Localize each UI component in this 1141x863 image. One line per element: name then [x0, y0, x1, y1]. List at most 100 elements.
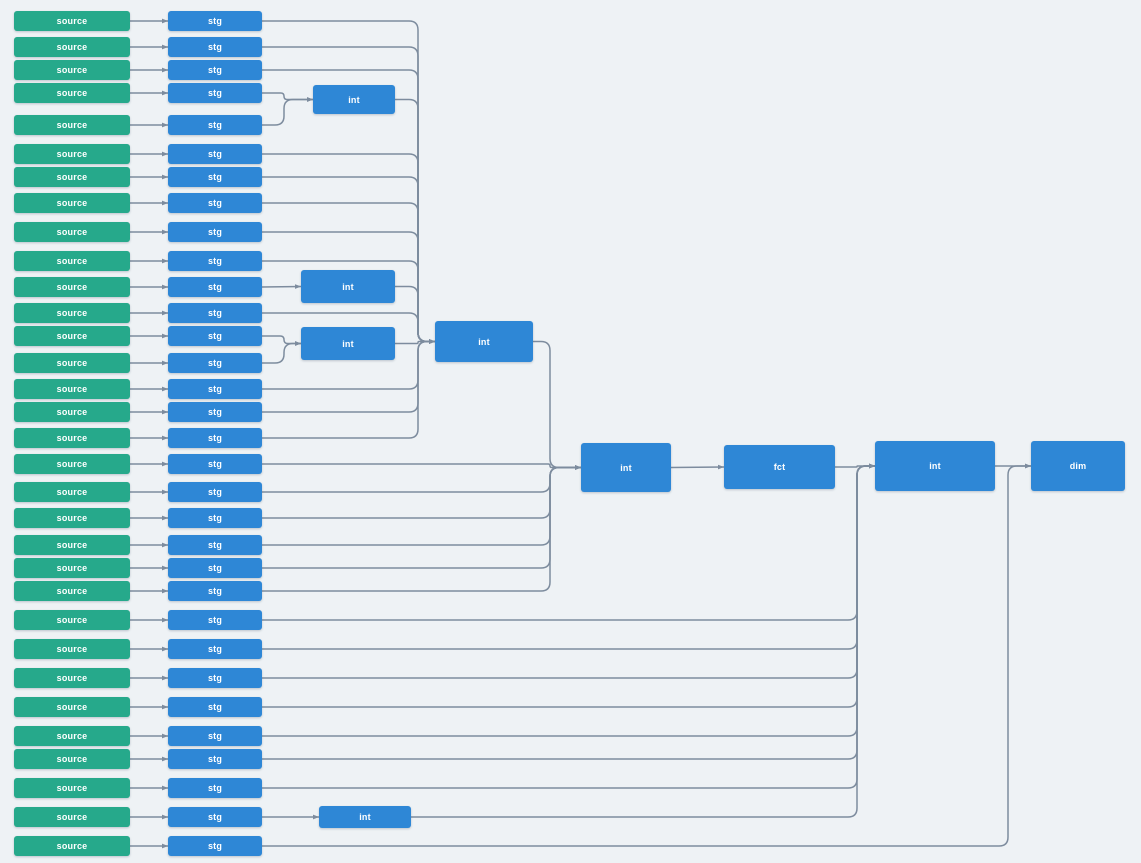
node-label: stg — [207, 407, 223, 417]
edge-fct1-to-int6 — [834, 463, 876, 469]
node-label: stg — [207, 731, 223, 741]
node-label: source — [56, 433, 88, 443]
edge-int2-to-int4 — [394, 285, 436, 344]
node-stg-stg12[interactable]: stg — [168, 303, 262, 323]
node-stg-stg18[interactable]: stg — [168, 454, 262, 474]
node-label: source — [56, 459, 88, 469]
node-stg-stg27[interactable]: stg — [168, 697, 262, 717]
node-label: source — [56, 331, 88, 341]
node-source-src16[interactable]: source — [14, 402, 130, 422]
node-source-src12[interactable]: source — [14, 303, 130, 323]
node-source-src2[interactable]: source — [14, 37, 130, 57]
node-source-src23[interactable]: source — [14, 581, 130, 601]
node-source-src19[interactable]: source — [14, 482, 130, 502]
node-label: source — [56, 120, 88, 130]
node-label: stg — [207, 702, 223, 712]
node-stg-stg26[interactable]: stg — [168, 668, 262, 688]
node-stg-stg21[interactable]: stg — [168, 535, 262, 555]
node-stg-stg2[interactable]: stg — [168, 37, 262, 57]
node-int-int3[interactable]: int — [301, 327, 395, 360]
node-int-int4[interactable]: int — [435, 321, 533, 362]
node-int-int1[interactable]: int — [313, 85, 395, 114]
node-stg-stg24[interactable]: stg — [168, 610, 262, 630]
node-source-src3[interactable]: source — [14, 60, 130, 80]
node-source-src21[interactable]: source — [14, 535, 130, 555]
node-stg-stg8[interactable]: stg — [168, 193, 262, 213]
node-source-src25[interactable]: source — [14, 639, 130, 659]
node-source-src13[interactable]: source — [14, 326, 130, 346]
edge-stg23-to-int5 — [261, 465, 582, 592]
node-stg-stg15[interactable]: stg — [168, 379, 262, 399]
node-int-int7[interactable]: int — [319, 806, 411, 828]
node-stg-stg20[interactable]: stg — [168, 508, 262, 528]
node-stg-stg6[interactable]: stg — [168, 144, 262, 164]
node-stg-stg30[interactable]: stg — [168, 778, 262, 798]
node-source-src32[interactable]: source — [14, 836, 130, 856]
node-label: source — [56, 586, 88, 596]
node-label: stg — [207, 384, 223, 394]
node-source-src5[interactable]: source — [14, 115, 130, 135]
node-label: source — [56, 615, 88, 625]
node-int-int2[interactable]: int — [301, 270, 395, 303]
node-stg-stg5[interactable]: stg — [168, 115, 262, 135]
node-label: stg — [207, 65, 223, 75]
node-fct-fct1[interactable]: fct — [724, 445, 835, 489]
node-label: stg — [207, 563, 223, 573]
node-stg-stg19[interactable]: stg — [168, 482, 262, 502]
node-stg-stg29[interactable]: stg — [168, 749, 262, 769]
node-source-src1[interactable]: source — [14, 11, 130, 31]
node-source-src27[interactable]: source — [14, 697, 130, 717]
node-int-int6[interactable]: int — [875, 441, 995, 491]
node-source-src17[interactable]: source — [14, 428, 130, 448]
node-source-src24[interactable]: source — [14, 610, 130, 630]
node-stg-stg16[interactable]: stg — [168, 402, 262, 422]
node-stg-stg13[interactable]: stg — [168, 326, 262, 346]
node-label: stg — [207, 433, 223, 443]
node-source-src29[interactable]: source — [14, 749, 130, 769]
node-label: source — [56, 407, 88, 417]
node-source-src4[interactable]: source — [14, 83, 130, 103]
node-source-src11[interactable]: source — [14, 277, 130, 297]
node-stg-stg9[interactable]: stg — [168, 222, 262, 242]
node-source-src6[interactable]: source — [14, 144, 130, 164]
node-stg-stg10[interactable]: stg — [168, 251, 262, 271]
node-stg-stg4[interactable]: stg — [168, 83, 262, 103]
node-stg-stg7[interactable]: stg — [168, 167, 262, 187]
node-label: source — [56, 702, 88, 712]
node-source-src30[interactable]: source — [14, 778, 130, 798]
node-stg-stg31[interactable]: stg — [168, 807, 262, 827]
node-source-src8[interactable]: source — [14, 193, 130, 213]
node-source-src14[interactable]: source — [14, 353, 130, 373]
node-int-int5[interactable]: int — [581, 443, 671, 492]
node-stg-stg3[interactable]: stg — [168, 60, 262, 80]
node-label: source — [56, 308, 88, 318]
node-label: stg — [207, 120, 223, 130]
node-source-src9[interactable]: source — [14, 222, 130, 242]
node-source-src7[interactable]: source — [14, 167, 130, 187]
node-source-src26[interactable]: source — [14, 668, 130, 688]
node-stg-stg17[interactable]: stg — [168, 428, 262, 448]
node-stg-stg23[interactable]: stg — [168, 581, 262, 601]
edge-paths — [129, 18, 1032, 849]
node-stg-stg1[interactable]: stg — [168, 11, 262, 31]
node-dim-dim1[interactable]: dim — [1031, 441, 1125, 491]
node-source-src28[interactable]: source — [14, 726, 130, 746]
node-stg-stg11[interactable]: stg — [168, 277, 262, 297]
node-source-src22[interactable]: source — [14, 558, 130, 578]
node-stg-stg28[interactable]: stg — [168, 726, 262, 746]
node-source-src18[interactable]: source — [14, 454, 130, 474]
edge-stg26-to-int6 — [261, 463, 876, 679]
node-source-src20[interactable]: source — [14, 508, 130, 528]
node-source-src10[interactable]: source — [14, 251, 130, 271]
node-stg-stg22[interactable]: stg — [168, 558, 262, 578]
node-label: source — [56, 172, 88, 182]
node-label: source — [56, 358, 88, 368]
node-source-src31[interactable]: source — [14, 807, 130, 827]
node-stg-stg32[interactable]: stg — [168, 836, 262, 856]
node-label: source — [56, 16, 88, 26]
node-stg-stg25[interactable]: stg — [168, 639, 262, 659]
node-stg-stg14[interactable]: stg — [168, 353, 262, 373]
node-label: stg — [207, 282, 223, 292]
node-source-src15[interactable]: source — [14, 379, 130, 399]
